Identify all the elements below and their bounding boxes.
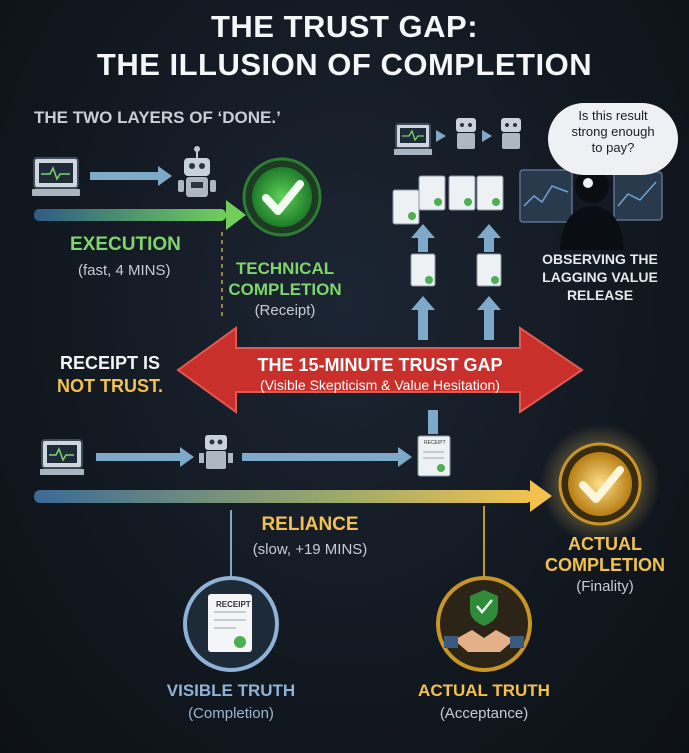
actual-truth-label: ACTUAL TRUTH xyxy=(418,681,550,700)
actual-truth-detail: (Acceptance) xyxy=(439,705,529,722)
section-subtitle: THE TWO LAYERS OF ‘DONE.’ xyxy=(34,108,281,127)
bottom-receipt-icon xyxy=(417,435,451,477)
technical-line1: TECHNICAL xyxy=(235,259,335,278)
small-robot-icon-1 xyxy=(456,118,476,149)
up-arrows xyxy=(411,224,501,434)
top-right-monitor-icon xyxy=(394,123,432,155)
monitor-icon xyxy=(32,157,80,196)
robot-icon xyxy=(178,146,216,197)
execution-arrow xyxy=(34,200,246,230)
document-stack-icon xyxy=(392,175,504,225)
arrow-to-robot xyxy=(90,166,172,186)
small-receipt-text: RECEIPT xyxy=(424,440,446,446)
bubble-line2: strong enough xyxy=(571,124,655,139)
observer-line3: RELEASE xyxy=(566,287,634,303)
thought-bubble: Is this result strong enough to pay? xyxy=(548,103,678,175)
bottom-arrow-1 xyxy=(96,447,194,467)
observer-person-icon xyxy=(519,169,663,250)
bottom-robot-icon xyxy=(199,435,233,469)
gold-check-icon xyxy=(540,424,660,544)
page-title-line2: THE ILLUSION OF COMPLETION xyxy=(96,47,593,82)
actual-completion-detail: (Finality) xyxy=(576,578,634,595)
thought-dot xyxy=(583,178,593,188)
bottom-arrow-2 xyxy=(242,447,412,467)
reliance-arrow xyxy=(34,480,552,512)
bubble-line1: Is this result xyxy=(578,108,648,123)
receipt-note-line1: RECEIPT IS xyxy=(59,353,161,373)
actual-completion-line2: COMPLETION xyxy=(545,555,665,575)
handshake-circle-icon xyxy=(436,576,532,672)
bottom-monitor-icon xyxy=(40,439,84,475)
small-arrow-2 xyxy=(482,130,492,142)
middle-documents-icon xyxy=(410,253,502,287)
observer-caption: OBSERVING THE LAGGING VALUE RELEASE xyxy=(525,250,675,304)
execution-detail: (fast, 4 MINS) xyxy=(78,262,171,279)
green-check-icon xyxy=(242,157,322,237)
technical-detail: (Receipt) xyxy=(254,302,316,319)
small-arrow-1 xyxy=(436,130,446,142)
receipt-note-line2: NOT TRUST. xyxy=(57,376,163,396)
observer-line1: OBSERVING THE xyxy=(542,251,658,267)
trust-gap-arrow xyxy=(176,326,584,414)
execution-label: EXECUTION xyxy=(70,234,181,255)
gap-detail: (Visible Skepticism & Value Hesitation) xyxy=(260,377,500,393)
receipt-circle-icon xyxy=(183,576,279,672)
actual-completion-line1: ACTUAL xyxy=(568,534,642,554)
reliance-label: RELIANCE xyxy=(261,514,359,535)
page-title-line1: THE TRUST GAP: xyxy=(210,9,479,44)
visible-truth-label: VISIBLE TRUTH xyxy=(166,681,296,700)
bubble-line3: to pay? xyxy=(591,140,635,155)
technical-line2: COMPLETION xyxy=(228,280,342,299)
small-robot-icon-2 xyxy=(501,118,521,149)
receipt-note: RECEIPT IS NOT TRUST. xyxy=(40,352,180,398)
observer-line2: LAGGING VALUE xyxy=(542,269,658,285)
gap-title: THE 15-MINUTE TRUST GAP xyxy=(257,355,503,375)
actual-completion-label: ACTUAL COMPLETION xyxy=(530,534,680,576)
receipt-label: RECEIPT xyxy=(216,600,251,609)
visible-truth-detail: (Completion) xyxy=(188,705,274,722)
reliance-detail: (slow, +19 MINS) xyxy=(252,541,368,558)
technical-completion-label: TECHNICAL COMPLETION xyxy=(220,258,350,300)
